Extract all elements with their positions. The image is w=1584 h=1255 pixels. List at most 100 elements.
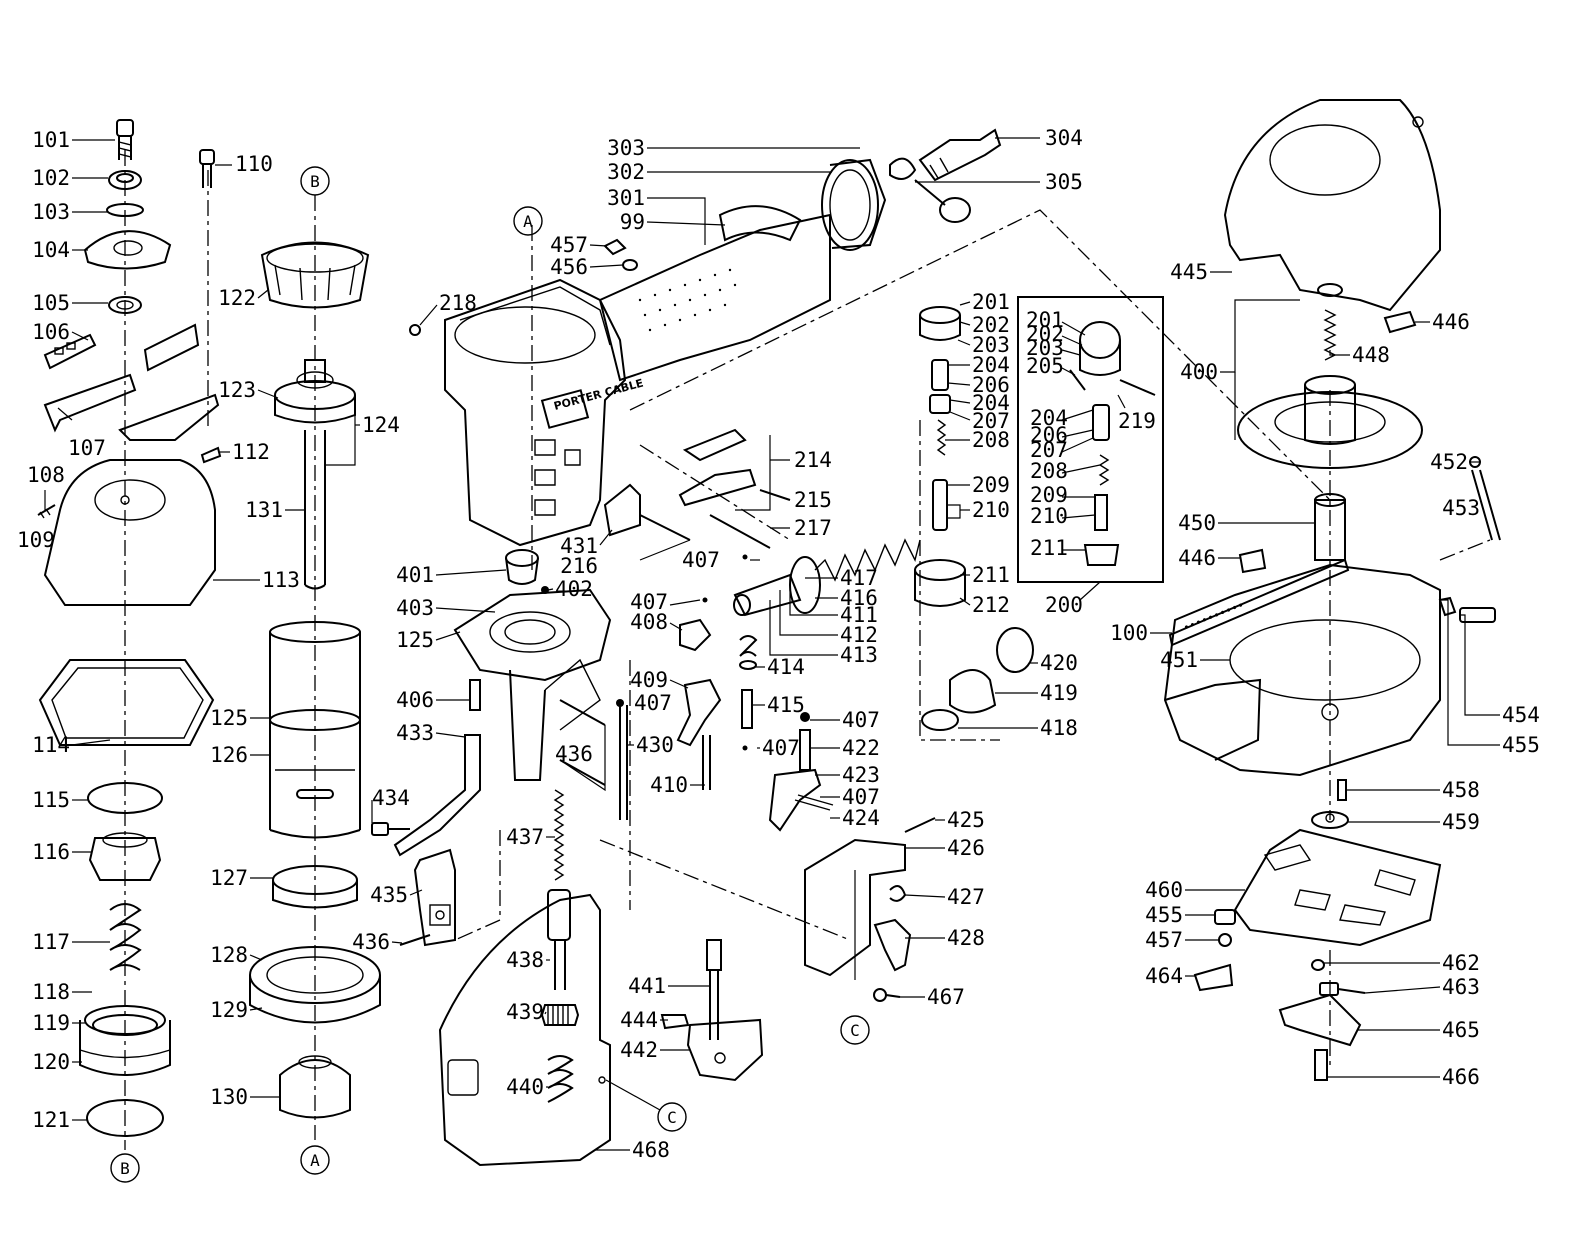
part-108-label: 108 [27, 463, 65, 487]
part-126-label: 126 [210, 743, 248, 767]
part-127-label: 127 [210, 866, 248, 890]
part-426-label: 426 [947, 836, 985, 860]
cap-assembly [37, 119, 222, 1137]
alignment-lines [124, 150, 1491, 1150]
connector-a-top: A [523, 212, 533, 231]
part-436-upper-label: 436 [555, 742, 593, 766]
part-430-label: 430 [636, 733, 674, 757]
connector-c-left: C [667, 1108, 677, 1127]
part-102-label: 102 [32, 166, 70, 190]
part-211-inset-label: 211 [1030, 536, 1068, 560]
part-446-upper-label: 446 [1432, 310, 1470, 334]
connector-a-bottom: A [310, 1151, 320, 1170]
part-463-label: 463 [1442, 975, 1480, 999]
part-204-stack-b-label: 204 [972, 391, 1010, 415]
part-117-label: 117 [32, 930, 70, 954]
part-304-label: 304 [1045, 126, 1083, 150]
part-131-label: 131 [245, 498, 283, 522]
part-125-head-label: 125 [396, 628, 434, 652]
part-409-label: 409 [630, 668, 668, 692]
part-215-label: 215 [794, 488, 832, 512]
part-129-label: 129 [210, 998, 248, 1022]
part-106-label: 106 [32, 320, 70, 344]
part-210-inset-label: 210 [1030, 504, 1068, 528]
part-407-c-label: 407 [634, 691, 672, 715]
part-301-label: 301 [607, 186, 645, 210]
part-457-lower-label: 457 [1145, 928, 1183, 952]
part-209-inset-label: 209 [1030, 483, 1068, 507]
part-125-cylinder-label: 125 [210, 706, 248, 730]
part-119-label: 119 [32, 1011, 70, 1035]
part-465-label: 465 [1442, 1018, 1480, 1042]
part-427-label: 427 [947, 885, 985, 909]
part-412-label: 412 [840, 623, 878, 647]
part-434-label: 434 [372, 786, 410, 810]
part-414-label: 414 [767, 655, 805, 679]
part-109-label: 109 [17, 528, 55, 552]
part-114-label: 114 [32, 733, 70, 757]
part-217-label: 217 [794, 516, 832, 540]
part-407-b-label: 407 [630, 590, 668, 614]
part-203-stack-label: 203 [972, 333, 1010, 357]
part-99-label: 99 [620, 210, 645, 234]
part-453-label: 453 [1442, 496, 1480, 520]
part-123-label: 123 [218, 378, 256, 402]
part-423-label: 423 [842, 763, 880, 787]
part-411-label: 411 [840, 603, 878, 627]
part-407-f-label: 407 [842, 785, 880, 809]
part-450-label: 450 [1178, 511, 1216, 535]
part-128-label: 128 [210, 943, 248, 967]
part-201-stack-label: 201 [972, 290, 1010, 314]
part-441-label: 441 [628, 974, 666, 998]
part-207-stack-label: 207 [972, 409, 1010, 433]
part-400-label: 400 [1180, 360, 1218, 384]
part-407-d-label: 407 [842, 708, 880, 732]
leader-lines [44, 137, 1500, 1151]
part-468-label: 468 [632, 1138, 670, 1162]
part-431-label: 431 [560, 534, 598, 558]
part-413-label: 413 [840, 643, 878, 667]
part-118-label: 118 [32, 980, 70, 1004]
part-428-label: 428 [947, 926, 985, 950]
part-440-label: 440 [506, 1075, 544, 1099]
part-number-labels: 101 102 103 104 105 106 107 108 109 110 … [17, 126, 1540, 1162]
part-417-label: 417 [840, 566, 878, 590]
part-425-label: 425 [947, 808, 985, 832]
part-460-label: 460 [1145, 878, 1183, 902]
part-219-label: 219 [1118, 409, 1156, 433]
part-211-stack-label: 211 [972, 563, 1010, 587]
part-305-label: 305 [1045, 170, 1083, 194]
part-105-label: 105 [32, 291, 70, 315]
part-418-label: 418 [1040, 716, 1078, 740]
part-202-inset-label: 202 [1026, 322, 1064, 346]
part-444-label: 444 [620, 1008, 658, 1032]
part-401-label: 401 [396, 563, 434, 587]
part-205-label: 205 [1026, 354, 1064, 378]
part-437-label: 437 [506, 825, 544, 849]
part-207-inset-label: 207 [1030, 438, 1068, 462]
part-203-inset-label: 203 [1026, 336, 1064, 360]
part-466-label: 466 [1442, 1065, 1480, 1089]
valve-and-trigger-assembly [603, 296, 1164, 1002]
part-121-label: 121 [32, 1108, 70, 1132]
part-204-stack-a-label: 204 [972, 353, 1010, 377]
part-457-housing-label: 457 [550, 233, 588, 257]
part-454-label: 454 [1502, 703, 1540, 727]
part-456-label: 456 [550, 255, 588, 279]
part-100-label: 100 [1110, 621, 1148, 645]
part-214-label: 214 [794, 448, 832, 472]
part-206-stack-label: 206 [972, 373, 1010, 397]
part-101-label: 101 [32, 128, 70, 152]
part-122-label: 122 [218, 286, 256, 310]
part-419-label: 419 [1040, 681, 1078, 705]
part-112-label: 112 [232, 440, 270, 464]
part-107-label: 107 [68, 436, 106, 460]
part-448-label: 448 [1352, 343, 1390, 367]
magazine-assembly: •••••••••• [1163, 99, 1501, 1081]
part-446-lower-label: 446 [1178, 546, 1216, 570]
part-445-label: 445 [1170, 260, 1208, 284]
part-302-label: 302 [607, 160, 645, 184]
part-422-label: 422 [842, 736, 880, 760]
part-201-inset-label: 201 [1026, 308, 1064, 332]
